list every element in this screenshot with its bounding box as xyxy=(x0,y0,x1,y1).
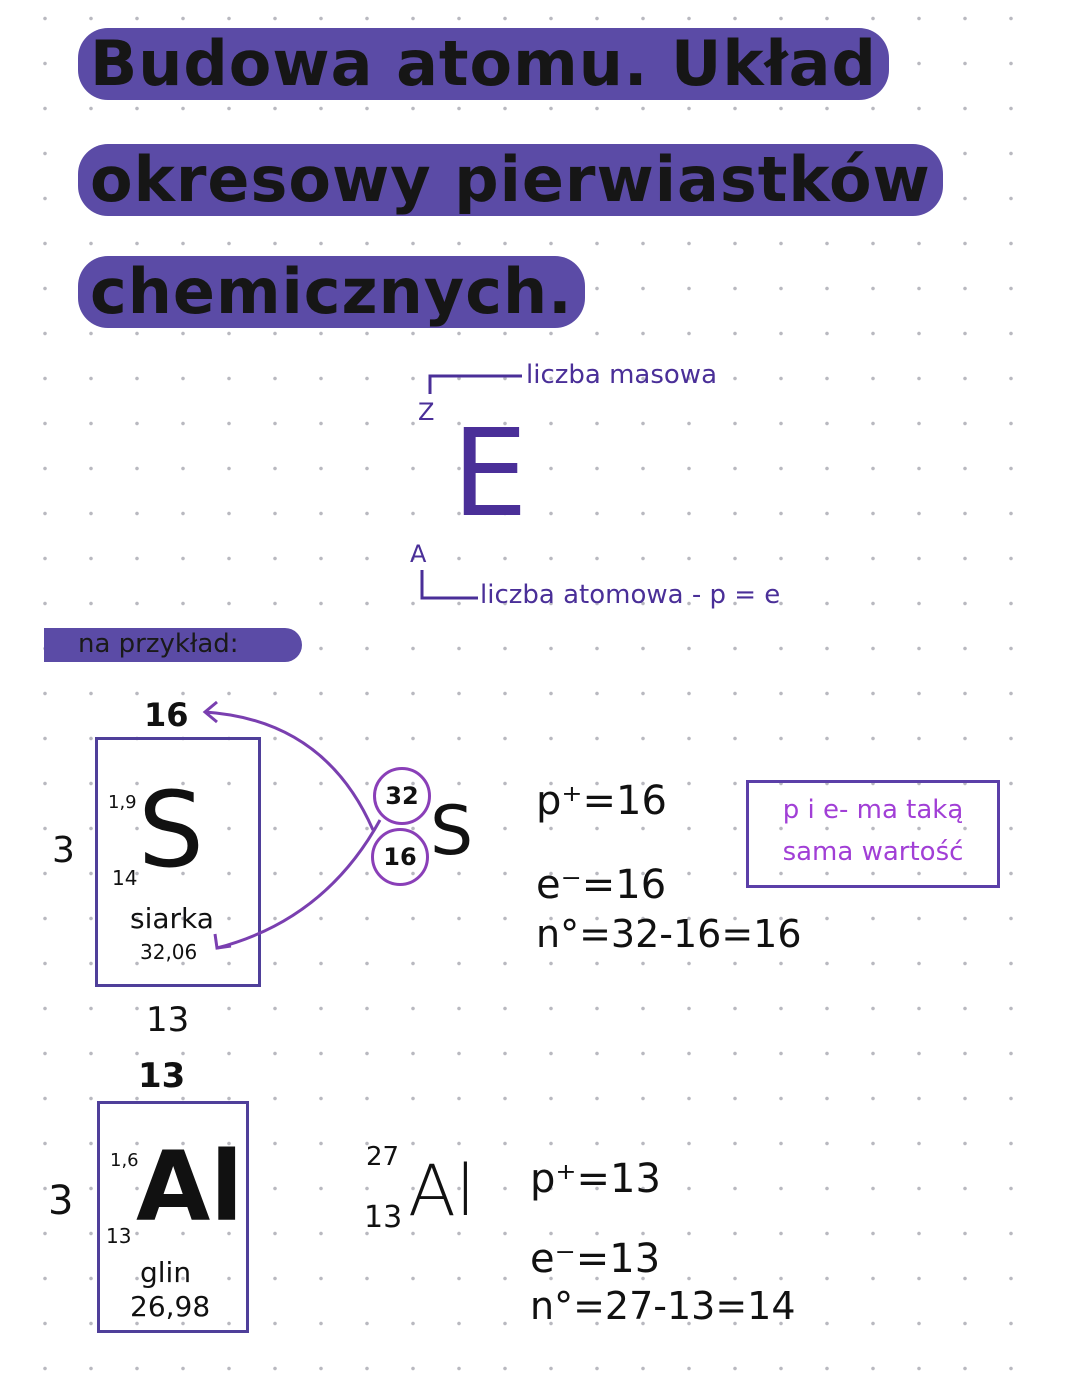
element-symbol: E xyxy=(452,405,528,544)
note-line-2: sama wartość xyxy=(782,837,964,867)
example-label: na przykład: xyxy=(44,628,302,662)
z-label: Z xyxy=(418,398,435,426)
aluminium-electrons: e⁻=13 xyxy=(530,1236,661,1282)
aluminium-isotope-symbol: Al xyxy=(408,1150,476,1232)
sulfur-element-card: 1,9 S 14 siarka 32,06 xyxy=(95,737,261,987)
isotope-mass-circle: 32 xyxy=(373,767,431,825)
isotope-atomic-circle: 16 xyxy=(371,828,429,886)
sulfur-protons: p⁺=16 xyxy=(536,778,667,824)
sulfur-name: siarka xyxy=(130,902,214,935)
title-line-2: okresowy pierwiastków xyxy=(78,144,943,216)
aluminium-element-card: 1,6 Al 13 glin 26,98 xyxy=(97,1101,249,1333)
aluminium-name: glin xyxy=(140,1256,192,1289)
a-label: A xyxy=(410,540,427,568)
sulfur-electronegativity: 1,9 xyxy=(108,792,137,813)
aluminium-mass: 26,98 xyxy=(130,1290,211,1323)
aluminium-period: 3 xyxy=(48,1178,74,1224)
dot-grid-background xyxy=(22,0,1032,1397)
isotope-symbol: S xyxy=(430,792,474,871)
aluminium-group: 13 xyxy=(138,1056,186,1096)
sulfur-mass: 32,06 xyxy=(140,940,198,964)
aluminium-neutrons: n°=27-13=14 xyxy=(530,1284,796,1328)
aluminium-protons: p⁺=13 xyxy=(530,1156,661,1202)
mass-number-label: liczba masowa xyxy=(526,360,718,390)
sulfur-symbol: S xyxy=(138,769,205,891)
sulfur-neutrons: n°=32-16=16 xyxy=(536,912,802,956)
arrows-icon xyxy=(202,700,382,950)
note-box: p i e- ma taką sama wartość xyxy=(746,780,1000,888)
aluminium-symbol: Al xyxy=(136,1131,244,1243)
title-line-1: Budowa atomu. Układ xyxy=(78,28,889,100)
aluminium-isotope-mass: 27 xyxy=(366,1142,400,1172)
aluminium-number: 13 xyxy=(106,1224,132,1248)
sulfur-period: 3 xyxy=(52,830,75,871)
aluminium-electronegativity: 1,6 xyxy=(110,1150,139,1171)
sulfur-number: 14 xyxy=(112,866,138,890)
atomic-number-label: liczba atomowa - p = e xyxy=(480,580,781,610)
aluminium-isotope-atomic: 13 xyxy=(364,1200,403,1235)
title-line-3: chemicznych. xyxy=(78,256,585,328)
sulfur-electrons: e⁻=16 xyxy=(536,862,667,908)
sulfur-below-number: 13 xyxy=(146,1000,190,1040)
note-line-1: p i e- ma taką xyxy=(782,795,964,825)
notation-brackets xyxy=(420,374,522,600)
sulfur-group: 16 xyxy=(144,696,189,734)
